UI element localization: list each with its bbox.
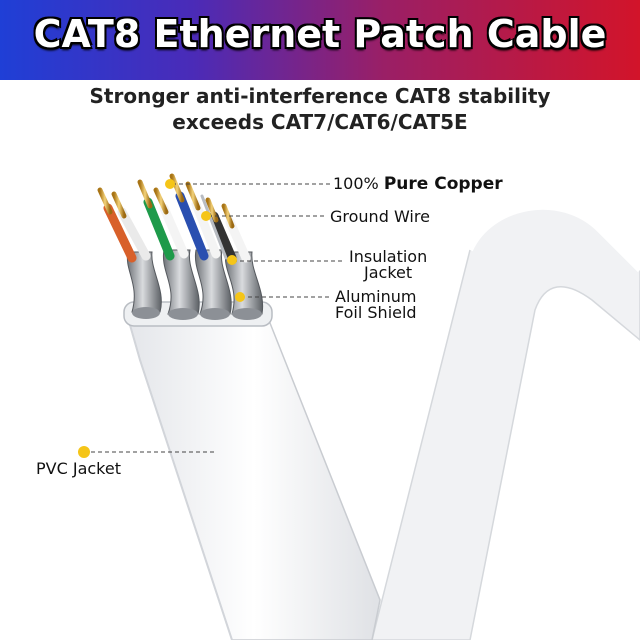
cable-back-section — [371, 203, 640, 640]
cable-front-section — [123, 301, 381, 640]
label-foil-line-2: Foil Shield — [335, 303, 417, 322]
page-title: CAT8 Ethernet Patch Cable — [33, 12, 607, 56]
copper-conductors — [97, 173, 235, 229]
callout-dots — [78, 179, 245, 458]
callout-leaders — [84, 183, 344, 453]
label-insulation-line-1: Insulation — [349, 247, 428, 266]
label-copper-text: Pure Copper — [383, 174, 503, 194]
label-pvc-jacket: PVC Jacket — [36, 459, 121, 478]
label-ground-wire: Ground Wire — [330, 207, 430, 226]
label-insulation-line-2: Jacket — [364, 263, 413, 282]
callout-dot-foil — [235, 292, 245, 302]
foil-shields — [126, 249, 264, 320]
label-copper-prefix: 100% — [333, 174, 379, 193]
callout-dot-copper — [165, 179, 175, 189]
label-copper: 100% Pure Copper — [333, 175, 503, 193]
callout-dot-insulation — [227, 255, 237, 265]
subtitle-line-2: exceeds CAT7/CAT6/CAT5E — [172, 110, 468, 134]
callout-dot-pvc — [78, 446, 90, 458]
callout-dot-ground — [201, 211, 211, 221]
subtitle-line-1: Stronger anti-interference CAT8 stabilit… — [89, 84, 551, 108]
title-banner: CAT8 Ethernet Patch Cable — [0, 0, 640, 80]
label-foil-line-1: Aluminum — [335, 287, 417, 306]
